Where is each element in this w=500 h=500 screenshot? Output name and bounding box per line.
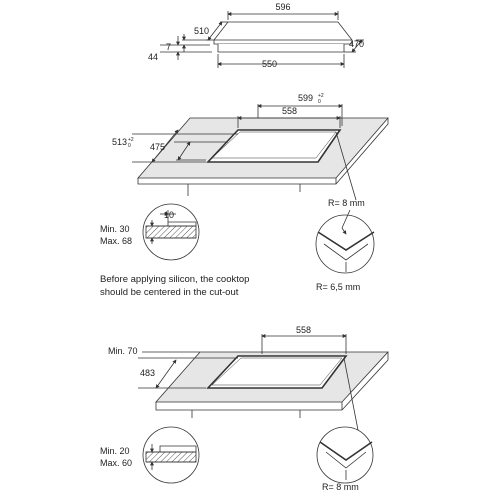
cutout-1-width-tol-minus: 0 xyxy=(318,99,321,105)
corner-radius-bottom-label: R= 6,5 mm xyxy=(316,282,360,292)
cutout-1-diagram xyxy=(132,104,389,201)
cooktop-height-label: 44 xyxy=(148,52,158,62)
cooktop-depth-label: 510 xyxy=(194,26,209,36)
corner-detail-2 xyxy=(316,426,374,484)
cooktop-glass xyxy=(213,21,353,45)
cutout-2-diagram xyxy=(138,334,389,431)
corner-radius-top-label: R= 8 mm xyxy=(328,198,365,208)
edge-detail-1 xyxy=(142,203,200,261)
corner-radius-2-label: R= 8 mm xyxy=(322,482,359,492)
cooktop-base xyxy=(217,44,345,53)
cooktop-glass-label: 7 xyxy=(166,42,171,52)
note-line-1: Before applying silicon, the cooktop xyxy=(100,274,249,285)
edge-gap-label: 10 xyxy=(164,210,174,220)
cooktop-diagram xyxy=(160,11,364,68)
thickness-max-2-label: Max. 60 xyxy=(100,458,132,468)
cooktop-base-width-label: 550 xyxy=(262,59,277,69)
cutout-1-inner-width-label: 558 xyxy=(282,106,297,116)
cutout-1-depth-tol-minus: 0 xyxy=(128,143,131,149)
thickness-min-1-label: Min. 30 xyxy=(100,224,130,234)
cutout-2-edge-min-label: Min. 70 xyxy=(108,346,138,356)
cutout-1-width-label: 599 xyxy=(298,93,313,103)
note-line-2: should be centered in the cut-out xyxy=(100,287,239,298)
thickness-max-1-label: Max. 68 xyxy=(100,236,132,246)
thickness-min-2-label: Min. 20 xyxy=(100,446,130,456)
edge-detail-2 xyxy=(142,426,200,484)
cutout-1-width-tol-plus: +2 xyxy=(318,93,324,99)
cutout-1-depth-tol-plus: +2 xyxy=(128,137,134,143)
cutout-1-depth-label: 513 xyxy=(112,137,127,147)
corner-detail-1 xyxy=(315,209,375,274)
cutout-1-opening xyxy=(206,129,342,163)
cutout-2-inner-width-label: 558 xyxy=(296,325,311,335)
cutout-2-opening xyxy=(206,355,348,389)
cooktop-width-label: 596 xyxy=(275,2,290,12)
cutout-2-depth-label: 483 xyxy=(140,368,155,378)
cooktop-depth-right-label: 470 xyxy=(349,39,364,49)
cutout-1-inner-depth-label: 475 xyxy=(150,142,165,152)
